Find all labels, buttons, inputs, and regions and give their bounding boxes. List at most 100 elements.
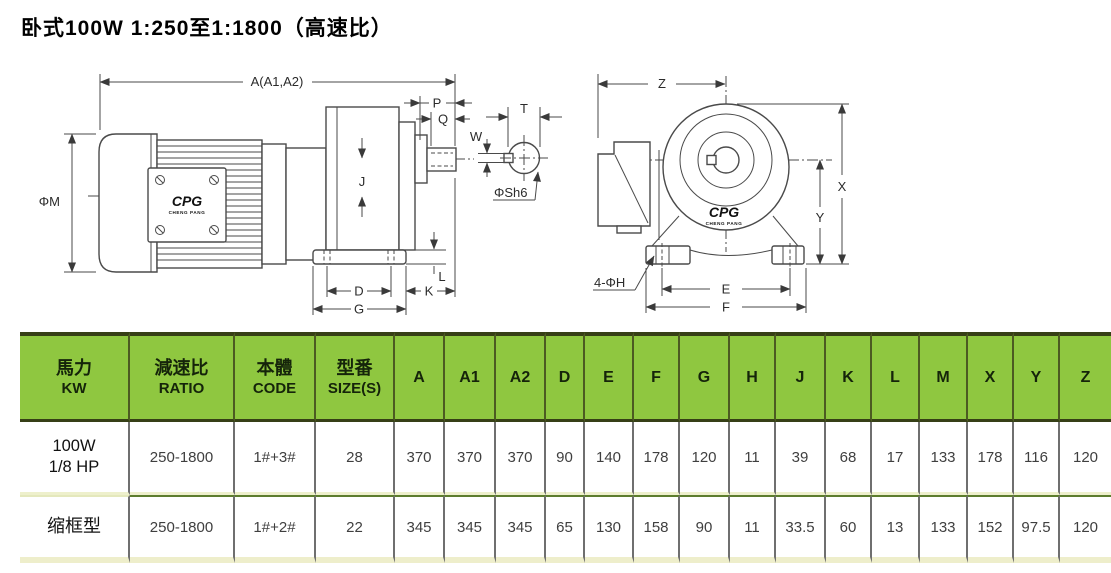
cpg-logo-sub-front: CHENG PANG xyxy=(706,221,743,226)
front-foot-right xyxy=(771,245,805,265)
cell-A2: 370 xyxy=(496,422,546,495)
terminal-box-tab xyxy=(616,225,642,234)
cell-K: 68 xyxy=(826,422,872,495)
cell-L: 13 xyxy=(872,495,920,563)
cell-J: 33.5 xyxy=(776,495,826,563)
cell-F: 178 xyxy=(634,422,680,495)
cell-H: 11 xyxy=(730,495,776,563)
cell-E: 140 xyxy=(585,422,634,495)
col-header-Z: Z xyxy=(1060,332,1111,422)
dim-label-t: T xyxy=(520,101,528,116)
dim-label-p: P xyxy=(433,96,442,111)
side-view-drawing: CPG CHENG PANG A(A1,A2) ΦM P xyxy=(39,74,474,317)
cell-H: 11 xyxy=(730,422,776,495)
cell-F: 158 xyxy=(634,495,680,563)
cell-M: 133 xyxy=(920,422,968,495)
cell-K: 60 xyxy=(826,495,872,563)
col-header-H: H xyxy=(730,332,776,422)
col-header-J: J xyxy=(776,332,826,422)
front-feet-slots xyxy=(655,246,797,264)
cell-L: 17 xyxy=(872,422,920,495)
cpg-logo-sub-side: CHENG PANG xyxy=(169,210,206,215)
cell-Z: 120 xyxy=(1060,422,1111,495)
dim-label-d: D xyxy=(354,284,363,299)
col-header-K: K xyxy=(826,332,872,422)
col-header-D: D xyxy=(546,332,585,422)
nameplate-screws xyxy=(155,175,219,235)
col-header-G: G xyxy=(680,332,730,422)
front-shaft-keyway xyxy=(706,154,717,166)
housing-mid-circle xyxy=(679,113,773,207)
col-header-A: A xyxy=(395,332,445,422)
col-header-E: E xyxy=(585,332,634,422)
dimension-diagram: CPG CHENG PANG A(A1,A2) ΦM P xyxy=(39,74,849,317)
bearing-step xyxy=(398,121,416,251)
front-feet-bolt-centerlines xyxy=(661,243,791,267)
gearbox-flange xyxy=(325,106,400,251)
cell-Y: 97.5 xyxy=(1014,495,1060,563)
cell-G: 120 xyxy=(680,422,730,495)
cell-D: 65 xyxy=(546,495,585,563)
motor-end-ring xyxy=(261,143,287,265)
terminal-box xyxy=(597,141,651,227)
page-title: 卧式100W 1:250至1:1800（高速比） xyxy=(21,17,393,40)
dim-label-shaft-dia: ΦSh6 xyxy=(494,185,528,200)
nameplate xyxy=(147,167,227,243)
cell-X: 178 xyxy=(968,422,1014,495)
cell-A: 370 xyxy=(395,422,445,495)
shaft-collar xyxy=(414,134,428,184)
cell-A1: 345 xyxy=(445,495,496,563)
gearbox-neck xyxy=(285,147,327,261)
dim-label-f: F xyxy=(722,300,730,315)
col-header-A2: A2 xyxy=(496,332,546,422)
output-shaft xyxy=(426,147,457,172)
dim-label-m: ΦM xyxy=(39,194,60,209)
housing-inner-circle xyxy=(697,131,755,189)
dim-label-k: K xyxy=(425,284,434,299)
dim-label-q: Q xyxy=(438,112,448,127)
dim-label-e: E xyxy=(722,282,731,297)
cell-G: 90 xyxy=(680,495,730,563)
cell-model: 缩框型 xyxy=(20,495,130,563)
col-header-A1: A1 xyxy=(445,332,496,422)
dim-label-g: G xyxy=(354,302,364,317)
col-header-Y: Y xyxy=(1014,332,1060,422)
shaft-section-drawing: T W ΦSh6 xyxy=(470,101,562,201)
front-shaft-circle xyxy=(712,146,740,174)
cell-X: 152 xyxy=(968,495,1014,563)
cell-A: 345 xyxy=(395,495,445,563)
cell-code: 1#+3# xyxy=(235,422,316,495)
col-header-M: M xyxy=(920,332,968,422)
dim-label-a: A(A1,A2) xyxy=(251,74,304,89)
dim-label-j: J xyxy=(359,174,366,189)
cell-D: 90 xyxy=(546,422,585,495)
col-header-X: X xyxy=(968,332,1014,422)
cpg-logo-side: CPG xyxy=(172,193,202,209)
dim-label-x: X xyxy=(838,179,847,194)
cell-Y: 116 xyxy=(1014,422,1060,495)
dim-label-w: W xyxy=(470,129,483,144)
col-header-F: F xyxy=(634,332,680,422)
cell-A1: 370 xyxy=(445,422,496,495)
cell-ratio: 250-1800 xyxy=(130,422,235,495)
dim-label-hole: 4-ΦH xyxy=(594,275,625,290)
cell-Z: 120 xyxy=(1060,495,1111,563)
cell-code: 1#+2# xyxy=(235,495,316,563)
dim-label-y: Y xyxy=(816,210,825,225)
front-foot-left xyxy=(645,245,691,265)
col-header-L: L xyxy=(872,332,920,422)
cell-M: 133 xyxy=(920,495,968,563)
cell-A2: 345 xyxy=(496,495,546,563)
mounting-foot xyxy=(312,249,407,265)
cell-size: 22 xyxy=(316,495,395,563)
cell-J: 39 xyxy=(776,422,826,495)
table-row-reduced-frame: 缩框型 250-1800 1#+2# 22 345 345 345 65 130… xyxy=(20,495,1111,563)
